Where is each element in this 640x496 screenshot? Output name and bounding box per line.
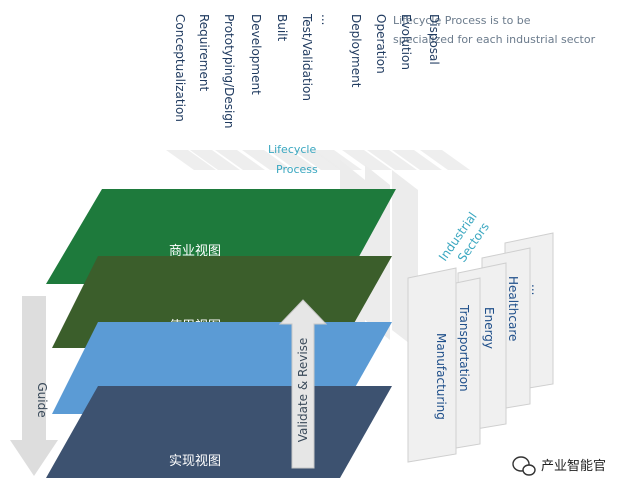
sector-label: Transportation — [457, 304, 471, 392]
lifecycle-phase-label: Test/Validation — [300, 13, 314, 101]
guide-label: Guide — [35, 382, 49, 417]
note-line-2: specialized for each industrial sector — [393, 33, 596, 46]
lifecycle-phase-label: Conceptualization — [173, 14, 187, 122]
lifecycle-phase-label: Deployment — [349, 14, 363, 88]
lifecycle-phase: Operation — [367, 14, 417, 170]
note-line-1: Lifecycle Process is to be — [393, 14, 531, 27]
sector-label: ... — [529, 284, 543, 295]
watermark-text: 产业智能官 — [541, 458, 606, 474]
lifecycle-band — [312, 150, 362, 170]
lifecycle-phase-label: Requirement — [197, 14, 211, 91]
lifecycle-phase: Conceptualization — [166, 14, 216, 170]
lifecycle-phase-label: Operation — [374, 14, 388, 74]
lifecycle-phase: ... — [312, 14, 362, 170]
watermark: 产业智能官 — [512, 456, 606, 476]
lifecycle-process-label-line1: Lifecycle — [268, 143, 316, 156]
sector-panels: Manufacturing Transportation Energy Healthc… — [407, 232, 554, 463]
lifecycle-band — [293, 150, 343, 170]
lifecycle-band — [268, 150, 318, 170]
layer-label: 实现视图 — [169, 454, 221, 469]
sector-label: Energy — [482, 307, 496, 349]
lifecycle-phase: Evolution — [392, 14, 442, 170]
sector-panel — [407, 267, 457, 463]
viewpoint-layer: 实现视图 — [46, 386, 392, 478]
validate-revise-arrow: Validate & Revise — [278, 299, 328, 469]
lifecycle-phase: Disposal — [420, 14, 470, 170]
lifecycle-phase-label: Disposal — [427, 14, 441, 65]
lifecycle-band — [190, 150, 240, 170]
guide-arrow: Guide — [10, 296, 58, 476]
lifecycle-phase: Deployment — [342, 14, 392, 170]
lifecycle-phase: Requirement — [190, 14, 240, 170]
lifecycle-phase: Prototyping/Design — [215, 14, 265, 170]
sector-label: Healthcare — [506, 276, 520, 341]
lifecycle-phase-label: Development — [249, 14, 263, 95]
lifecycle-band — [242, 150, 292, 170]
viewpoint-layers: 商业视图使用视图功能视图实现视图 — [46, 189, 396, 478]
layer-label: 商业视图 — [169, 244, 221, 259]
lifecycle-phase: Development — [242, 14, 292, 170]
lifecycle-band — [420, 150, 470, 170]
lifecycle-band — [392, 150, 442, 170]
lifecycle-phase-label: Evolution — [399, 14, 413, 70]
lifecycle-band — [215, 150, 265, 170]
lifecycle-band — [367, 150, 417, 170]
validate-label: Validate & Revise — [296, 338, 310, 443]
lifecycle-phase: Built — [268, 14, 318, 170]
lifecycle-phase: Test/Validation — [293, 13, 343, 170]
lifecycle-process-label-line2: Process — [276, 163, 318, 176]
lifecycle-phase-label: ... — [319, 14, 333, 25]
lifecycle-band — [166, 150, 216, 170]
wechat-icon — [512, 456, 536, 476]
lifecycle-phase-label: Built — [275, 14, 289, 42]
lifecycle-band — [342, 150, 392, 170]
lifecycle-phase-label: Prototyping/Design — [222, 14, 236, 129]
sector-label: Manufacturing — [434, 333, 448, 420]
